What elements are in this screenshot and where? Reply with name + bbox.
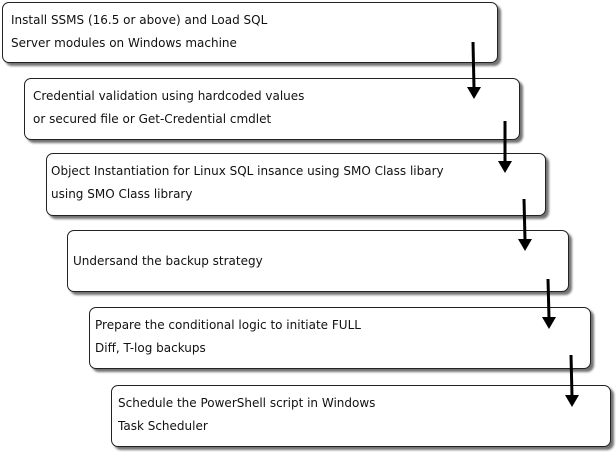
step-3-line-2: using SMO Class library [51,187,193,201]
arrow-2-3-head [498,161,512,173]
step-5-line-1: Prepare the conditional logic to initiat… [95,318,361,332]
arrow-3-4-head [518,239,532,251]
arrow-5-6 [565,354,579,407]
step-6-line-2: Task Scheduler [118,419,208,433]
step-4-line-1: Undersand the backup strategy [73,254,263,268]
step-1-line-1: Install SSMS (16.5 or above) and Load SQ… [11,13,268,27]
arrow-3-4-shaft [522,198,527,241]
arrow-5-6-shaft [569,354,574,397]
step-3-line-1: Object Instantiation for Linux SQL insan… [51,164,444,178]
step-5-box: Prepare the conditional logic to initiat… [89,307,591,369]
arrow-4-5-shaft [546,278,551,319]
arrow-5-6-head [565,395,579,407]
arrow-4-5 [542,278,556,329]
arrow-1-2-shaft [471,41,476,89]
step-6-box: Schedule the PowerShell script in Window… [111,385,611,447]
arrow-1-2-head [467,87,481,99]
arrow-2-3 [498,121,512,173]
step-2-line-1: Credential validation using hardcoded va… [33,89,305,103]
step-4-box: Undersand the backup strategy [67,230,569,292]
step-6-line-1: Schedule the PowerShell script in Window… [118,396,376,410]
step-3-box: Object Instantiation for Linux SQL insan… [46,153,546,216]
arrow-1-2 [467,41,481,99]
step-1-box: Install SSMS (16.5 or above) and Load SQ… [2,2,498,63]
arrow-4-5-head [542,317,556,329]
step-2-line-2: or secured file or Get-Credential cmdlet [33,112,272,126]
arrow-3-4 [518,198,532,251]
step-1-line-2: Server modules on Windows machine [11,36,237,50]
step-2-box: Credential validation using hardcoded va… [24,78,520,140]
step-5-line-2: Diff, T-log backups [95,341,206,355]
